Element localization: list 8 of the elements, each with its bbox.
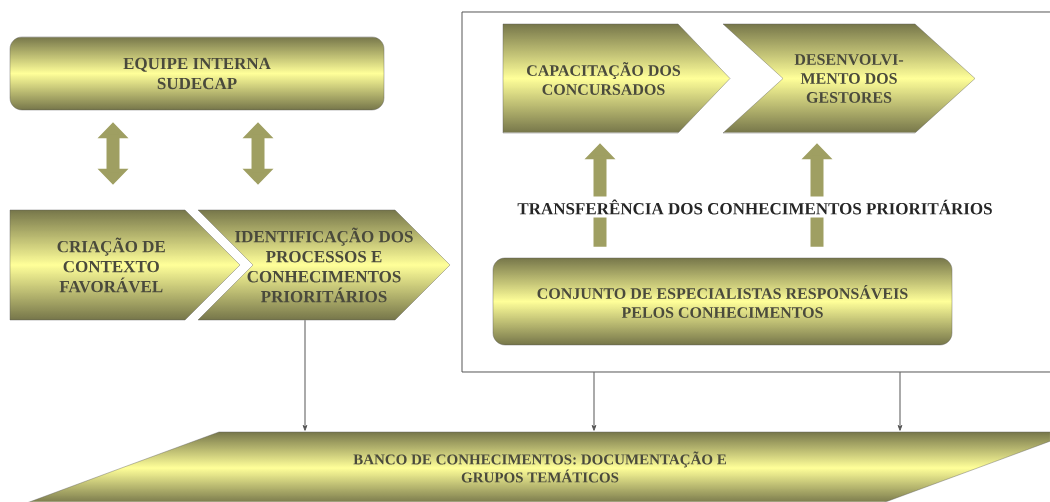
heading-label: TRANSFERÊNCIA DOS CONHECIMENTOS PRIORITÁRIOS bbox=[514, 196, 996, 218]
arrow bbox=[302, 319, 308, 431]
arrow bbox=[591, 371, 597, 431]
frame-box bbox=[461, 11, 1050, 373]
rounded-box: CONJUNTO DE ESPECIALISTAS RESPONSÁVEIS PELOS CONHECIMENTOS bbox=[492, 257, 953, 346]
rounded-box: EQUIPE INTERNA SUDECAP bbox=[9, 36, 385, 111]
arrow bbox=[897, 371, 903, 431]
parallelogram-box: BANCO DE CONHECIMENTOS: DOCUMENTAÇÃO E GRUPOS TEMÁTICOS bbox=[23, 431, 1050, 502]
